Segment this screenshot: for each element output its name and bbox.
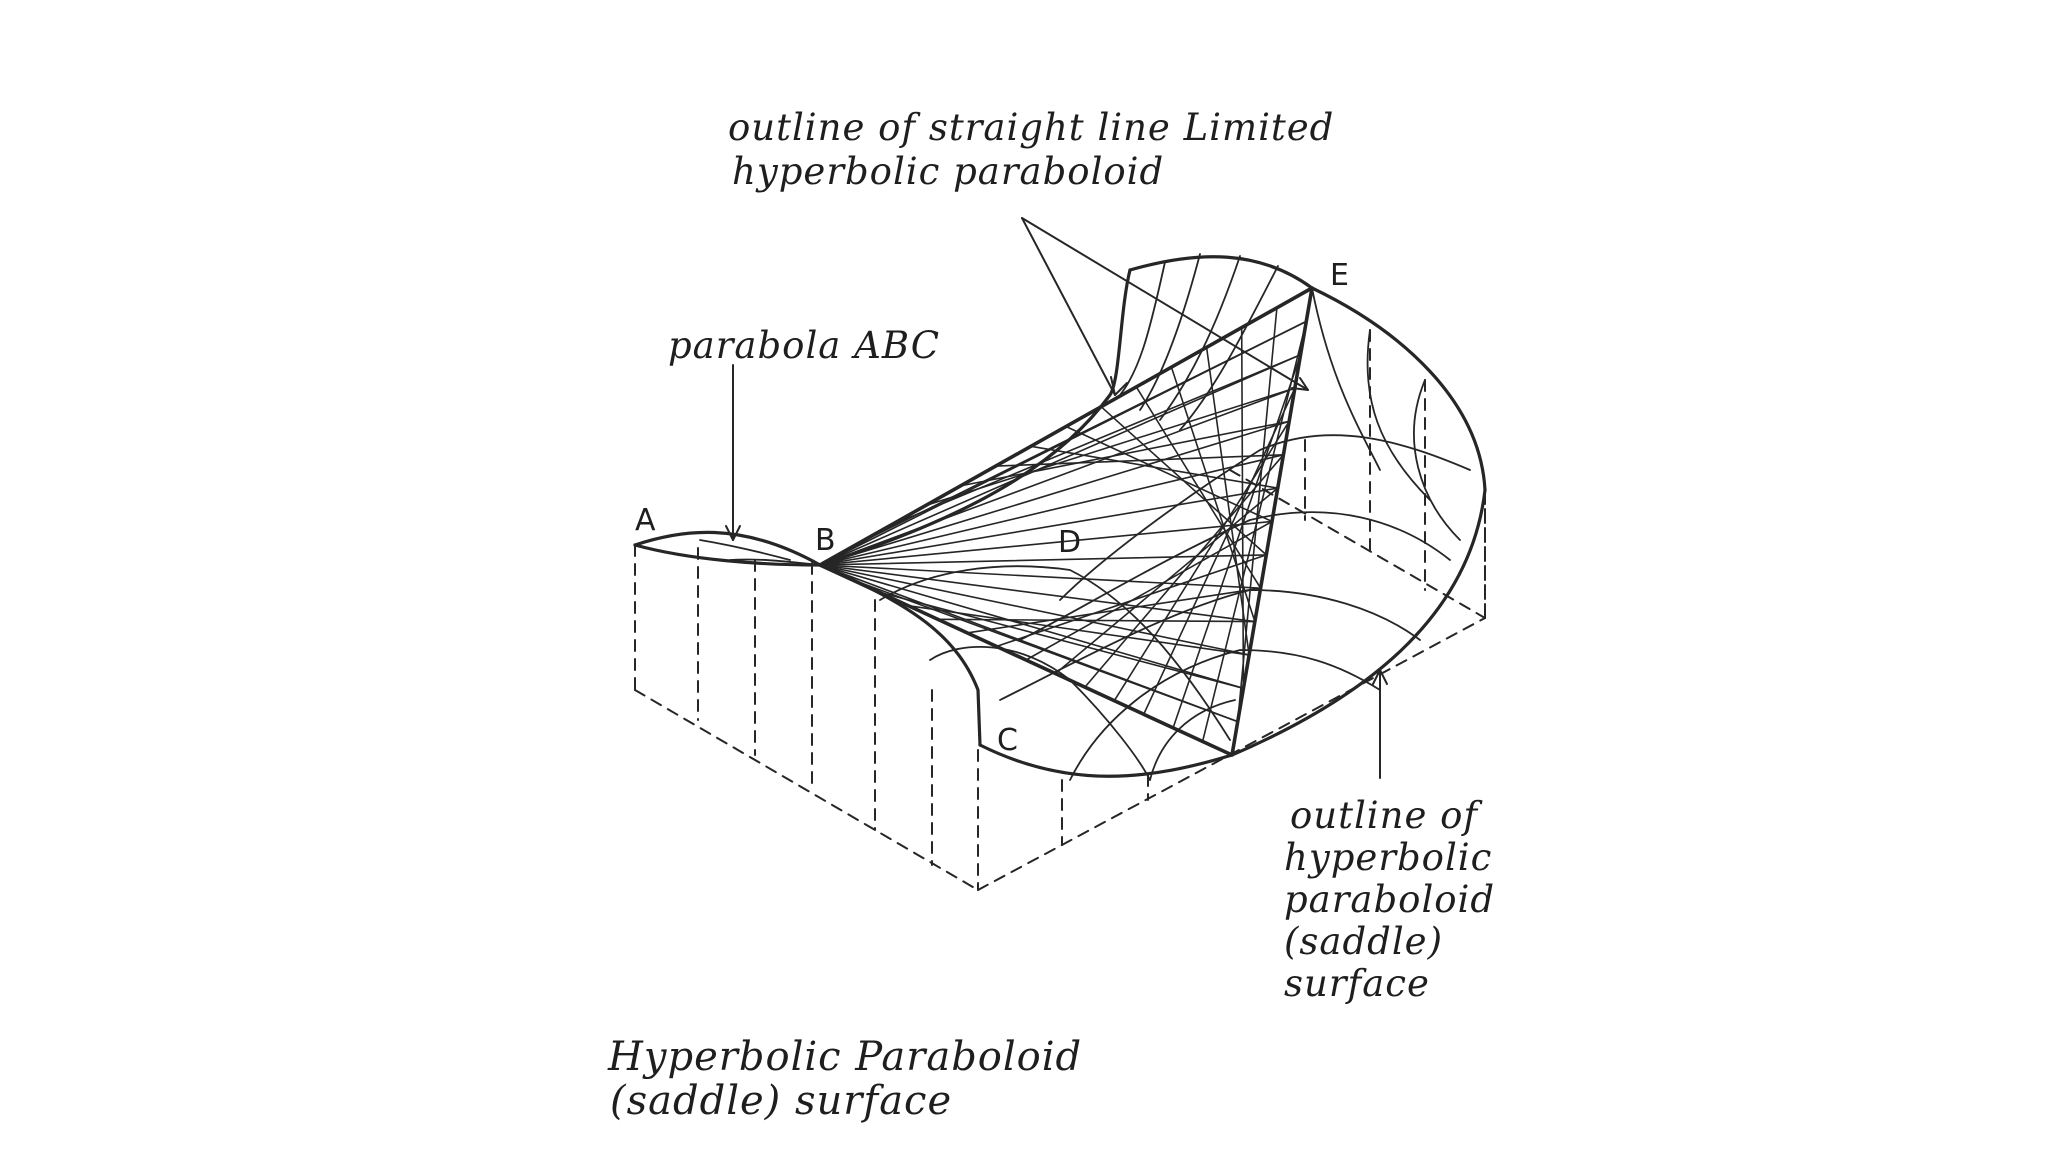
point-label-b: B — [815, 523, 836, 558]
ruling-line — [819, 320, 1308, 566]
caption-line-2: (saddle) surface — [610, 1078, 952, 1124]
ruling-line — [819, 564, 1250, 656]
ruling-line — [1170, 366, 1256, 623]
side-callout-line-1: outline of — [1290, 794, 1483, 837]
top-callout: outline of straight line Limited hyperbo… — [728, 106, 1334, 193]
ruling-line — [1205, 346, 1250, 656]
side-callout: outline of hyperbolic paraboloid (saddle… — [1284, 794, 1495, 1005]
ruling-line — [1065, 425, 1273, 523]
point-label-a: A — [635, 503, 656, 538]
ruling-line — [819, 487, 1279, 566]
ruling-line — [1135, 386, 1262, 590]
arrowhead-top-triangle — [1291, 377, 1309, 391]
point-label-d: D — [1058, 525, 1081, 560]
side-callout-line-5: surface — [1284, 962, 1430, 1005]
point-label-c: C — [997, 723, 1018, 758]
ruling-line — [1142, 387, 1296, 716]
ruling-line — [1100, 405, 1268, 556]
top-callout-line-1: outline of straight line Limited — [728, 106, 1334, 149]
caption-line-1: Hyperbolic Paraboloid — [607, 1034, 1082, 1080]
ruling-line — [819, 353, 1302, 566]
parabola-callout: parabola ABC — [668, 324, 940, 367]
ruling-line — [819, 564, 1245, 690]
arrowhead-parabola — [725, 525, 741, 541]
point-label-e: E — [1330, 258, 1349, 293]
arrowhead-top-edge — [1110, 376, 1128, 396]
point-labels: A B C D E — [635, 258, 1349, 758]
ruling-line — [1240, 326, 1245, 690]
ruling-line — [819, 554, 1268, 566]
ruling-line — [1113, 420, 1290, 702]
leader-top-to-triangle — [1021, 217, 1309, 391]
ruling-line — [1084, 453, 1285, 688]
arrowhead-side — [1372, 669, 1388, 685]
ruling-line — [819, 420, 1290, 566]
straight-line-net — [819, 306, 1308, 743]
ruling-line — [819, 520, 1273, 566]
ruling-line — [819, 453, 1285, 566]
caption: Hyperbolic Paraboloid (saddle) surface — [607, 1034, 1082, 1124]
side-callout-line-3: paraboloid — [1284, 878, 1495, 921]
top-callout-line-2: hyperbolic paraboloid — [732, 150, 1164, 193]
ruling-line — [819, 564, 1256, 623]
leader-top-to-edge — [1021, 217, 1116, 396]
ruling-line — [819, 564, 1239, 723]
ruling-line — [1201, 320, 1308, 743]
ruling-line — [1172, 353, 1302, 729]
ruling-line — [1054, 487, 1279, 675]
side-callout-line-4: (saddle) — [1284, 920, 1443, 963]
side-callout-line-2: hyperbolic — [1284, 836, 1492, 879]
leader-lines — [725, 217, 1388, 779]
ruling-line — [1236, 306, 1278, 723]
